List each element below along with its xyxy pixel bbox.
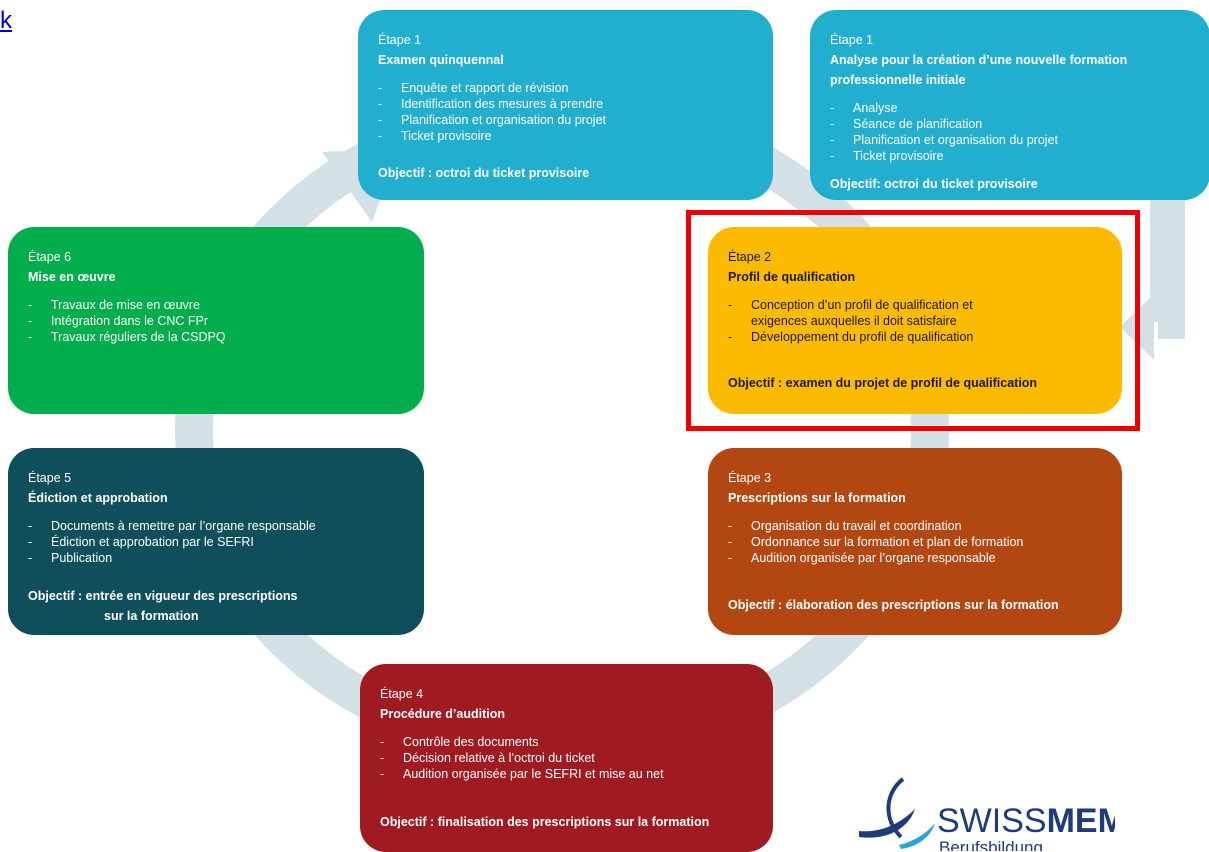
objective-text: Objectif : finalisation des prescription… <box>380 815 710 829</box>
step1-review-card: Étape 1 Examen quinquennal Enquête et ra… <box>358 10 773 200</box>
card-title: Prescriptions sur la formation <box>728 491 906 505</box>
list-item: Audition organisée par le SEFRI et mise … <box>380 766 753 782</box>
step-label: Étape 2 <box>728 250 772 264</box>
list-item: Planification et organisation du projet <box>378 112 753 128</box>
step-label: Étape 6 <box>28 250 72 264</box>
swissmem-logo: SWISSMEM Berufsbildung <box>855 775 1115 851</box>
list-item: Développement du profil de qualification <box>728 329 1102 345</box>
list-item: Contrôle des documents <box>380 734 753 750</box>
task-list: Enquête et rapport de révision Identific… <box>378 80 753 144</box>
task-list: Organisation du travail et coordination … <box>728 518 1102 566</box>
objective-line2: sur la formation <box>104 609 199 623</box>
step3-card: Étape 3 Prescriptions sur la formation O… <box>708 448 1122 635</box>
step-label: Étape 3 <box>728 471 772 485</box>
card-title: Édiction et approbation <box>28 491 168 505</box>
list-item: Documents à remettre par l’organe respon… <box>28 518 404 534</box>
card-title: Mise en œuvre <box>28 270 116 284</box>
objective-text: Objectif : entrée en vigueur des prescri… <box>28 586 298 626</box>
list-item: Analyse <box>830 100 1190 116</box>
entry-connector-edge <box>1154 196 1187 341</box>
list-item: Séance de planification <box>830 116 1190 132</box>
list-item: Ticket provisoire <box>830 148 1190 164</box>
list-item: Décision relative à l’octroi du ticket <box>380 750 753 766</box>
list-item-line1: Conception d’un profil de qualification … <box>751 298 973 312</box>
logo-wordmark: SWISSMEM <box>937 803 1115 839</box>
highlight-frame <box>686 210 1140 431</box>
entry-connector <box>1150 198 1186 340</box>
list-item: Audition organisée par l’organe responsa… <box>728 550 1102 566</box>
list-item: Travaux de mise en œuvre <box>28 297 404 313</box>
card-title: Profil de qualification <box>728 270 856 284</box>
task-list: Travaux de mise en œuvre Intégration dan… <box>28 297 404 345</box>
objective-text: Objectif : élaboration des prescriptions… <box>728 598 1059 612</box>
corner-link[interactable]: k <box>0 7 12 34</box>
card-title: Procédure d’audition <box>380 707 506 721</box>
step-label: Étape 4 <box>380 687 424 701</box>
list-item: Ticket provisoire <box>378 128 753 144</box>
step1-new-training-card: Étape 1 Analyse pour la création d’une n… <box>810 10 1209 200</box>
list-item: Publication <box>28 550 404 566</box>
list-item: Édiction et approbation par le SEFRI <box>28 534 404 550</box>
swissmem-swoosh-icon <box>859 777 935 849</box>
objective-line1: Objectif : entrée en vigueur des prescri… <box>28 589 298 603</box>
list-item: Organisation du travail et coordination <box>728 518 1102 534</box>
logo-subtitle: Berufsbildung <box>939 838 1043 851</box>
list-item: Intégration dans le CNC FPr <box>28 313 404 329</box>
logo-word-bold: MEM <box>1046 802 1115 840</box>
list-item: Enquête et rapport de révision <box>378 80 753 96</box>
step5-card: Étape 5 Édiction et approbation Document… <box>8 448 424 635</box>
objective-text: Objectif : examen du projet de profil de… <box>728 376 1038 390</box>
card-title-line1: Analyse pour la création d’une nouvelle … <box>830 53 1128 67</box>
card-title-line2: professionnelle initiale <box>830 73 966 87</box>
objective-text: Objectif : octroi du ticket provisoire <box>378 166 590 180</box>
step-label: Étape 1 <box>830 33 874 47</box>
step-label: Étape 1 <box>378 33 422 47</box>
objective-text: Objectif: octroi du ticket provisoire <box>830 177 1038 191</box>
list-item-line2: exigences auxquelles il doit satisfaire <box>751 314 957 328</box>
step4-card: Étape 4 Procédure d’audition Contrôle de… <box>360 664 773 852</box>
list-item: Identification des mesures à prendre <box>378 96 753 112</box>
task-list: Analyse Séance de planification Planific… <box>830 100 1190 164</box>
step6-card: Étape 6 Mise en œuvre Travaux de mise en… <box>8 227 424 414</box>
card-title: Examen quinquennal <box>378 53 504 67</box>
task-list: Contrôle des documents Décision relative… <box>380 734 753 782</box>
list-item: Conception d’un profil de qualification … <box>728 297 1102 329</box>
list-item: Planification et organisation du projet <box>830 132 1190 148</box>
step2-card: Étape 2 Profil de qualification Concepti… <box>708 227 1122 414</box>
list-item: Ordonnance sur la formation et plan de f… <box>728 534 1102 550</box>
list-item: Travaux réguliers de la CSDPQ <box>28 329 404 345</box>
task-list: Documents à remettre par l’organe respon… <box>28 518 404 566</box>
task-list: Conception d’un profil de qualification … <box>728 297 1102 345</box>
step-label: Étape 5 <box>28 471 72 485</box>
logo-word-light: SWISS <box>937 802 1047 840</box>
